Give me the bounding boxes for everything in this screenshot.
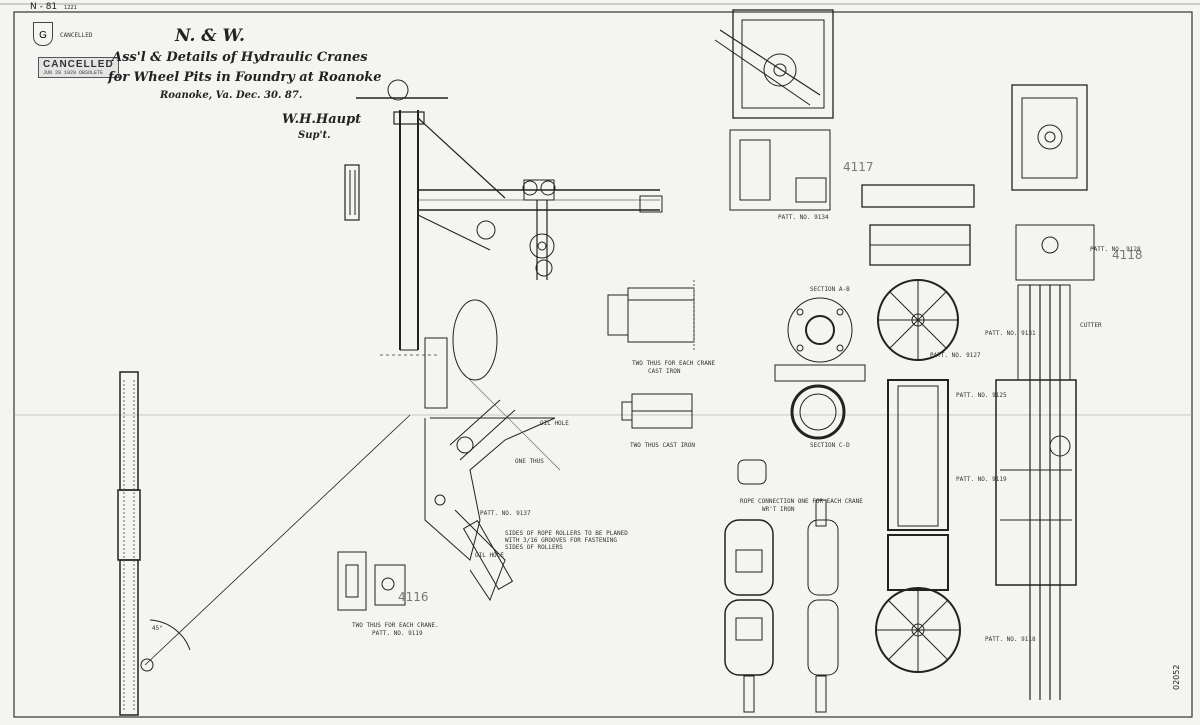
railway-name: N. & W. — [175, 26, 245, 46]
corner-subnumber: 1221 — [64, 5, 77, 11]
corner-sheet-number: N - 81 1221 — [30, 2, 77, 12]
note-rope-1: SIDES OF ROPE ROLLERS TO BE PLANED — [505, 530, 628, 537]
rope-connection-detail — [724, 459, 839, 713]
hydraulic-cylinder — [861, 184, 975, 673]
signature-title: Sup't. — [298, 130, 331, 141]
note-rope-3: SIDES OF ROLLERS — [505, 544, 563, 551]
pencil-number-4116: 4116 — [398, 590, 429, 604]
top-frame-detail — [714, 9, 834, 211]
note-one-thus: ONE THUS — [515, 458, 544, 465]
section-a-b — [787, 297, 853, 363]
title-line-2: for Wheel Pits in Foundry at Roanoke — [108, 70, 382, 85]
note-patt-9128: PATT. NO. 9128 — [1090, 246, 1141, 253]
bracket-detail-small — [337, 551, 406, 611]
note-rope-2: WITH 3/16 GROOVES FOR FASTENING — [505, 537, 617, 544]
note-oil-hole-2: OIL HOLE — [475, 552, 504, 559]
note-patt-9127: PATT. NO. 9127 — [930, 352, 981, 359]
signature: W.H.Haupt — [282, 112, 362, 127]
right-column-elevation — [995, 84, 1095, 700]
note-patt-9118: PATT. NO. 9118 — [985, 636, 1036, 643]
note-oil-hole: OIL HOLE — [540, 420, 569, 427]
section-c-d — [774, 364, 866, 440]
note-patt-9131: PATT. NO. 9131 — [985, 330, 1036, 337]
note-patt-9119: PATT. NO. 9119 — [956, 476, 1007, 483]
wall-section — [117, 371, 411, 716]
cancelled-stamp-date: JUN 28 1929 OBSOLETE — [43, 70, 104, 76]
note-angle: 45° — [152, 625, 163, 632]
note-cutter: CUTTER — [1080, 322, 1102, 329]
cancelled-small-label: CANCELLED — [60, 32, 93, 39]
note-patt-9137: PATT. NO. 9137 — [480, 510, 531, 517]
note-patt-9134: PATT. NO. 9134 — [778, 214, 829, 221]
corner-number: N - 81 — [30, 2, 58, 12]
railway-logo: G — [33, 22, 53, 46]
note-two-thus-cast-iron: TWO THUS CAST IRON — [630, 442, 696, 449]
cancelled-stamp: CANCELLED JUN 28 1929 OBSOLETE — [38, 57, 119, 78]
crane-elevation — [344, 79, 663, 356]
side-number: 02052 — [1172, 664, 1181, 690]
place-date: Roanoke, Va. Dec. 30. 87. — [160, 90, 303, 101]
cast-iron-blocks — [607, 280, 695, 429]
title-line-1: Ass'l & Details of Hydraulic Cranes — [112, 50, 368, 65]
pulley-frame-detail — [424, 299, 561, 602]
logo-letter: G — [39, 30, 47, 41]
note-cast-iron: CAST IRON — [648, 368, 681, 375]
note-patt-9119-bottom: PATT. NO. 9119 — [372, 630, 423, 637]
note-section-a-b: SECTION A-B — [810, 286, 850, 293]
note-two-thus-each-crane: TWO THUS FOR EACH CRANE — [632, 360, 716, 367]
note-wrought-iron: WR'T IRON — [762, 506, 795, 513]
pencil-number-4117: 4117 — [843, 160, 874, 174]
pencil-number-4118: 4118 — [1112, 248, 1143, 262]
note-rope-connection: ROPE CONNECTION ONE FOR EACH CRANE — [740, 498, 863, 505]
note-patt-9125: PATT. NO. 9125 — [956, 392, 1007, 399]
note-section-c-d: SECTION C-D — [810, 442, 850, 449]
note-two-thus-bottom: TWO THUS FOR EACH CRANE. — [352, 622, 439, 629]
cancelled-stamp-text: CANCELLED — [43, 59, 114, 70]
sheet-border — [13, 11, 1193, 718]
